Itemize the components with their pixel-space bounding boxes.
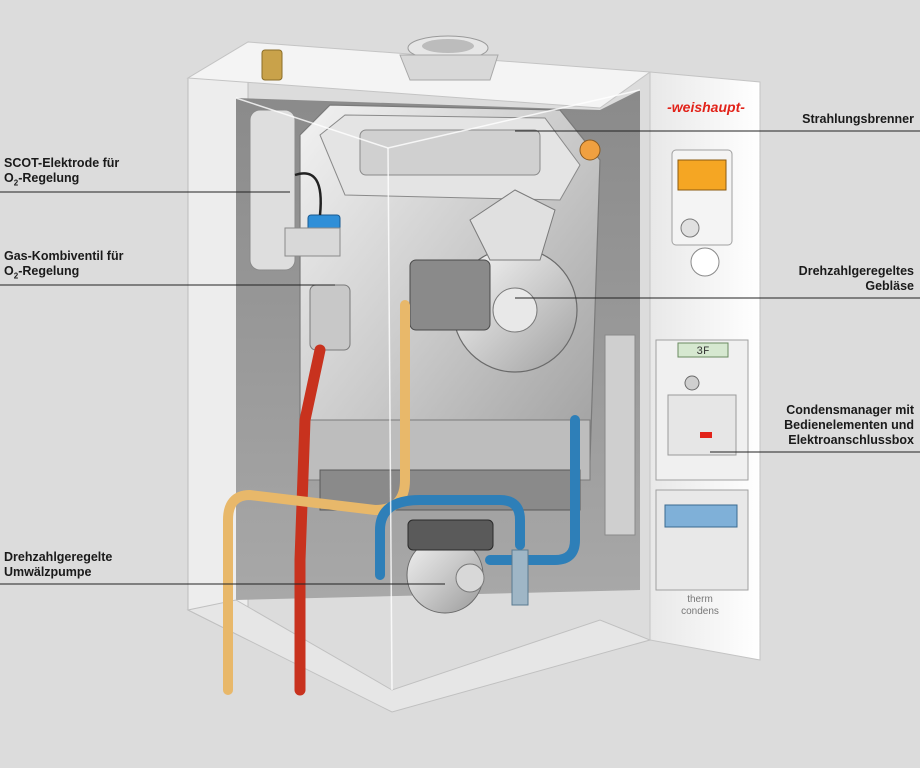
regelung-text: -Regelung xyxy=(18,264,80,278)
label-gas-line1: Gas-Kombiventil für xyxy=(4,249,124,263)
cm-panel xyxy=(667,394,737,456)
control-knob[interactable] xyxy=(680,218,700,238)
label-pump-line2: Umwälzpumpe xyxy=(4,565,92,579)
fan-hub xyxy=(492,287,538,333)
label-condensmanager: Condensmanager mit Bedienelementen und E… xyxy=(784,403,914,448)
pump-cap xyxy=(455,563,485,593)
pipe-blue-left xyxy=(375,495,525,580)
label-cm-line3: Elektroanschlussbox xyxy=(788,433,914,447)
label-pump-line1: Drehzahlgeregelte xyxy=(4,550,113,564)
cm-button[interactable] xyxy=(684,375,700,391)
label-cm-line1: Condensmanager mit xyxy=(786,403,914,417)
label-fan-line2: Gebläse xyxy=(865,279,914,293)
cm-display-value: 3F xyxy=(696,346,709,358)
label-scot-line2: O2-Regelung xyxy=(4,171,119,191)
o-letter: O xyxy=(4,264,14,278)
label-scot-electrode: SCOT-Elektrode für O2-Regelung xyxy=(4,156,119,191)
label-burner-text: Strahlungsbrenner xyxy=(802,112,914,126)
casing-glass-vertical xyxy=(387,147,393,691)
brand-logo: -weishaupt- xyxy=(667,99,745,115)
fan-motor xyxy=(409,259,491,331)
subscript-2: 2 xyxy=(13,178,19,188)
flue-opening xyxy=(422,39,474,53)
label-gas-valve: Gas-Kombiventil für O2-Regelung xyxy=(4,249,123,284)
label-fan-line1: Drehzahlgeregeltes xyxy=(798,264,914,278)
label-pump: Drehzahlgeregelte Umwälzpumpe xyxy=(4,550,112,580)
sight-glass xyxy=(579,139,601,161)
thermcondens-logo-line2: condens xyxy=(681,606,719,617)
label-cm-line2: Bedienelementen und xyxy=(784,418,914,432)
casing-bottom xyxy=(186,599,652,713)
scot-cable xyxy=(294,172,322,216)
pipe-yellow xyxy=(223,300,410,695)
thermcondens-logo-line1: therm xyxy=(687,594,713,605)
pressure-gauge xyxy=(690,247,720,277)
label-gas-line2: O2-Regelung xyxy=(4,264,123,284)
cm-display xyxy=(677,342,729,358)
o-letter: O xyxy=(4,171,14,185)
pipe-grey-stub xyxy=(511,549,529,606)
regelung-text: -Regelung xyxy=(18,171,80,185)
gas-fitting xyxy=(309,284,351,351)
wiring-box xyxy=(604,334,636,536)
valve-bracket xyxy=(284,227,341,257)
cm-red-led xyxy=(700,432,712,438)
label-fan: Drehzahlgeregeltes Gebläse xyxy=(799,264,914,294)
terminal-strip xyxy=(664,504,738,528)
label-burner: Strahlungsbrenner xyxy=(802,112,914,127)
subscript-2: 2 xyxy=(13,271,19,281)
pipe-red xyxy=(294,344,326,696)
control-display xyxy=(677,159,727,191)
pump-head xyxy=(407,519,494,551)
label-scot-line1: SCOT-Elektrode für xyxy=(4,156,120,170)
pipe-blue-right xyxy=(485,415,580,565)
burner-lid xyxy=(359,129,541,176)
air-vent xyxy=(261,49,283,81)
flue-collar xyxy=(399,54,499,81)
fan-duct xyxy=(469,189,556,261)
